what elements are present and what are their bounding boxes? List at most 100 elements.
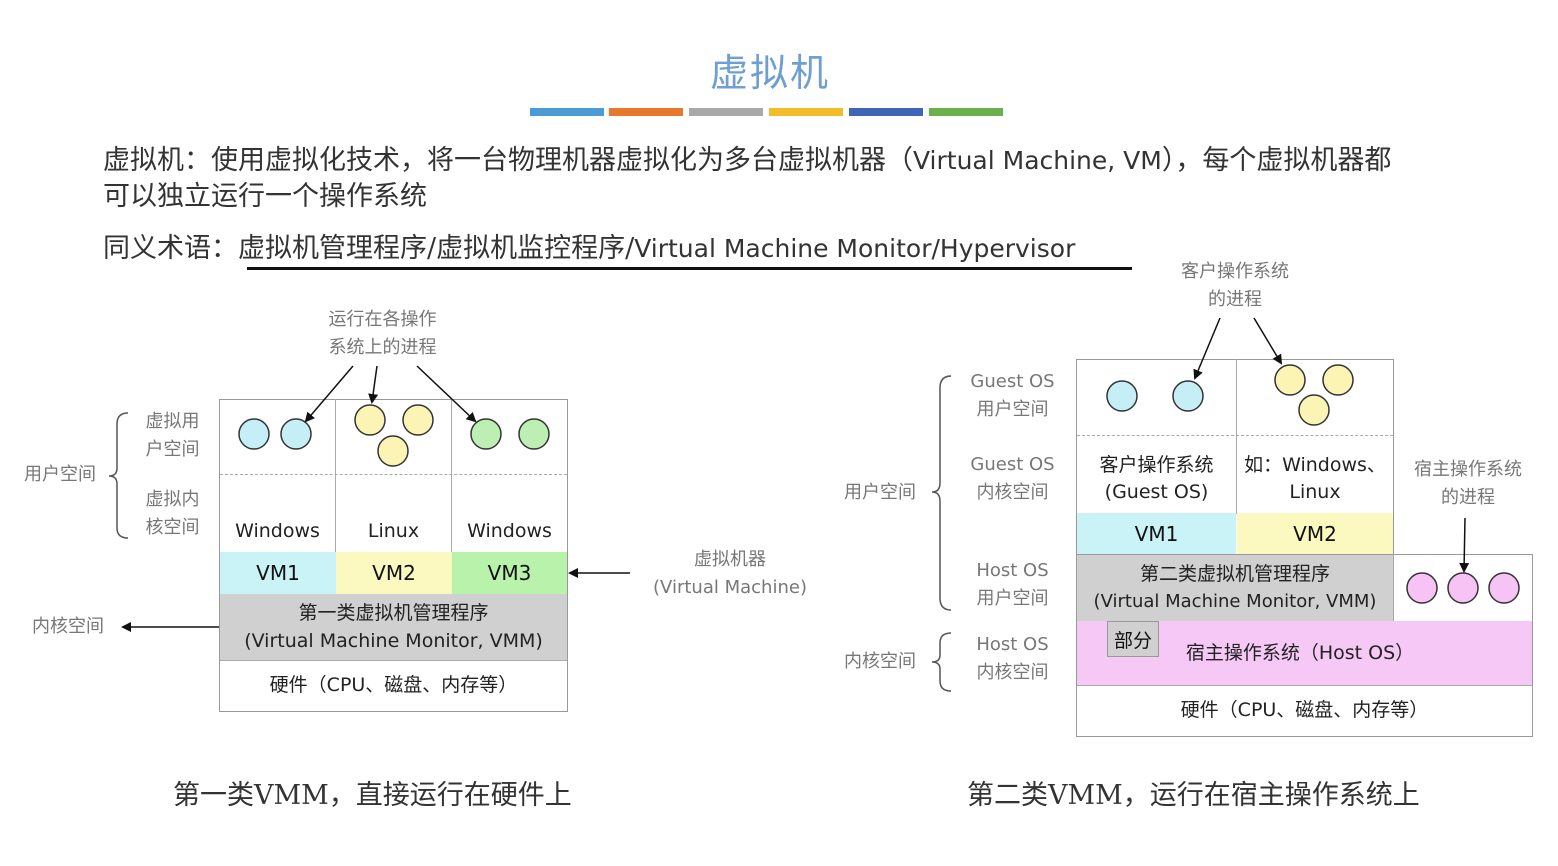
type2-process-circle: [1298, 394, 1330, 426]
color-stripe-yellow: [769, 108, 843, 116]
type2-guest-kernel-line1: Guest OS: [970, 454, 1055, 475]
type1-vkernel-line1: 虚拟内: [145, 489, 200, 510]
synonyms-text-a: 虚拟机管理程序/虚拟机监控程序/: [238, 233, 635, 264]
type2-kernel-space-label: 内核空间: [844, 651, 916, 672]
type2-example-line2: Linux: [1289, 481, 1341, 503]
type1-process-note-line1: 运行在各操作: [328, 309, 437, 330]
type1-frame: [219, 399, 568, 712]
color-stripe-orange: [609, 108, 683, 116]
type1-arrow: [368, 365, 379, 404]
type2-guest-proc-line1: 客户操作系统: [1181, 261, 1289, 282]
type2-host-proc-line1: 宿主操作系统: [1414, 459, 1522, 480]
color-stripe-gray: [689, 108, 763, 116]
type2-host-kernel-line2: 内核空间: [976, 662, 1049, 683]
type1-process-circle: [354, 404, 386, 436]
type2-arrow: [1459, 517, 1470, 573]
color-stripe-navy: [849, 108, 923, 116]
synonyms-underline: [247, 267, 1132, 270]
type2-guest-process-note: 客户操作系统 的进程: [1155, 258, 1315, 314]
type1-arrow: [416, 365, 477, 423]
color-stripe-green: [929, 108, 1003, 116]
type1-kernel-space-label: 内核空间: [32, 616, 104, 637]
type1-vuser-line2: 户空间: [145, 439, 200, 460]
type1-process-circle: [280, 418, 312, 450]
type1-process-circle: [470, 418, 502, 450]
type2-dashed-line: [1077, 435, 1393, 436]
type2-kernel-brace: [931, 632, 952, 692]
type2-process-circle: [1322, 364, 1354, 396]
type2-host-process-circle: [1488, 572, 1520, 604]
type2-user-brace: [931, 375, 952, 611]
type2-guest-user-line2: 用户空间: [976, 399, 1049, 420]
type2-guest-kernel-space: Guest OS 内核空间: [960, 451, 1065, 507]
type1-virtual-machine-label: 虚拟机器 (Virtual Machine): [640, 546, 820, 602]
type2-host-user-space: Host OS 用户空间: [960, 557, 1065, 613]
type1-process-note: 运行在各操作 系统上的进程: [300, 306, 465, 362]
color-stripe-blue: [530, 108, 604, 116]
intro-line-2: 可以独立运行一个操作系统: [103, 181, 427, 212]
type2-guest-kernel-line2: 内核空间: [976, 482, 1049, 503]
type1-virtual-kernel-space: 虚拟内 核空间: [130, 486, 215, 542]
type1-hardware-label: 硬件（CPU、磁盘、内存等）: [269, 674, 518, 696]
type2-example-line1: 如：Windows、: [1244, 454, 1386, 476]
type2-host-frame: [1076, 554, 1533, 737]
type2-guest-proc-line2: 的进程: [1208, 289, 1262, 310]
type1-vkernel-line2: 核空间: [145, 517, 200, 538]
type2-vmm-divider: [1393, 555, 1394, 621]
type2-guest-user-line1: Guest OS: [970, 371, 1055, 392]
type1-os-windows-1: Windows: [235, 520, 320, 542]
type2-host-kernel-line1: Host OS: [976, 634, 1049, 655]
type2-guest-user-space: Guest OS 用户空间: [960, 368, 1065, 424]
type2-host-process-note: 宿主操作系统 的进程: [1398, 456, 1538, 512]
type1-process-note-line2: 系统上的进程: [328, 337, 437, 358]
type2-divider: [1236, 359, 1237, 514]
type2-host-os-label: 宿主操作系统（Host OS）: [1185, 642, 1415, 664]
type2-guest-os-label: 客户操作系统 (Guest OS): [1077, 452, 1236, 506]
type1-hw-divider: [220, 660, 567, 661]
type2-arrow: [1253, 317, 1283, 365]
type1-vm1: VM1: [220, 552, 336, 594]
type1-dashed-line: [220, 474, 567, 475]
intro-text-c: ），每个虚拟机器都: [1161, 145, 1392, 176]
type2-host-kernel-space: Host OS 内核空间: [960, 631, 1065, 687]
intro-line-1: 虚拟机：使用虚拟化技术，将一台物理机器虚拟化为多台虚拟机器（Virtual Ma…: [103, 138, 1391, 177]
type1-vm2: VM2: [336, 552, 452, 594]
type1-os-windows-2: Windows: [467, 520, 552, 542]
type1-vm3: VM3: [452, 552, 567, 594]
type2-host-proc-line2: 的进程: [1441, 487, 1495, 508]
type2-host-process-circle: [1447, 572, 1479, 604]
type2-caption: 第二类VMM，运行在宿主操作系统上: [967, 780, 1420, 811]
type2-hardware-label: 硬件（CPU、磁盘、内存等）: [1180, 699, 1429, 721]
type2-process-circle: [1172, 380, 1204, 412]
type2-guest-os-line2: (Guest OS): [1104, 481, 1209, 503]
type2-host-process-circle: [1406, 572, 1438, 604]
type1-process-circle: [518, 418, 550, 450]
type2-guest-os-line1: 客户操作系统: [1099, 454, 1214, 476]
type1-process-circle: [377, 435, 409, 467]
type1-arrow: [304, 365, 354, 423]
type2-host-user-line2: 用户空间: [976, 588, 1049, 609]
type2-host-user-line1: Host OS: [976, 560, 1049, 581]
type2-arrow: [1193, 317, 1221, 380]
type1-vmm-label: 第一类虚拟机管理程序: [298, 602, 489, 624]
type2-hw-divider: [1077, 685, 1532, 686]
intro-text-b: Virtual Machine, VM: [913, 146, 1162, 175]
type1-vm-label-line2: (Virtual Machine): [653, 577, 807, 598]
type1-process-circle: [238, 418, 270, 450]
type2-user-space-label: 用户空间: [844, 482, 916, 503]
type1-brace: [108, 412, 129, 539]
type1-user-space-label: 用户空间: [24, 464, 96, 485]
type1-vmm-sublabel: (Virtual Machine Monitor, VMM): [244, 630, 543, 652]
type1-divider-1: [335, 399, 336, 552]
type2-vmm-sublabel: (Virtual Machine Monitor, VMM): [1093, 591, 1377, 612]
synonyms-line: 同义术语：虚拟机管理程序/虚拟机监控程序/Virtual Machine Mon…: [103, 226, 1075, 265]
intro-text-a: 虚拟机：使用虚拟化技术，将一台物理机器虚拟化为多台虚拟机器（: [103, 145, 913, 176]
type1-vmm-block: [220, 594, 567, 660]
type1-os-linux: Linux: [367, 520, 420, 542]
type2-vm1: VM1: [1077, 513, 1236, 555]
synonyms-label: 同义术语：: [103, 233, 238, 264]
type1-virtual-user-space: 虚拟用 户空间: [130, 408, 215, 464]
type2-vm2: VM2: [1237, 513, 1393, 555]
type1-vm-label-line1: 虚拟机器: [694, 549, 766, 570]
